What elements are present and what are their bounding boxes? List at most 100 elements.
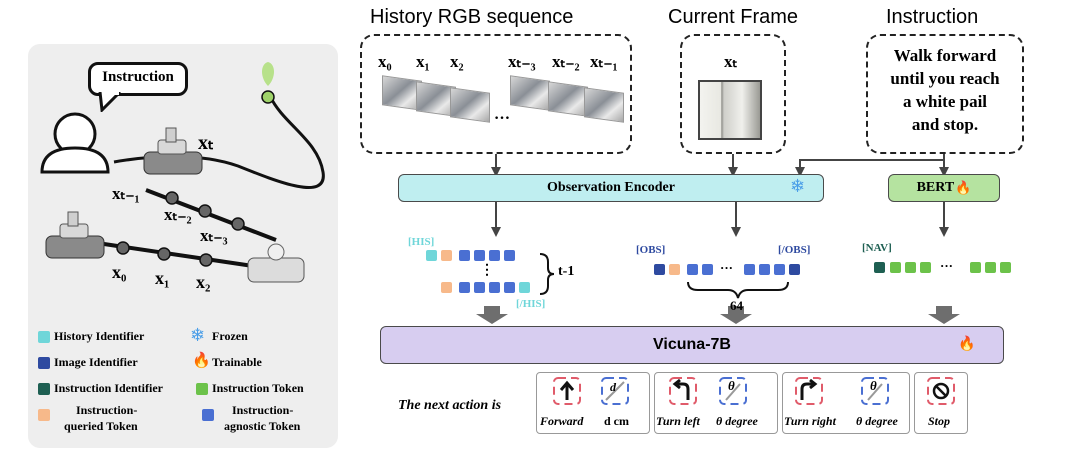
legend-swatch-image xyxy=(38,357,50,369)
waypoint-dots xyxy=(116,191,245,267)
token-image-id xyxy=(654,264,665,275)
obs-dots: ··· xyxy=(720,260,734,275)
obs-close-tag: [/OBS] xyxy=(778,244,811,256)
token-image-id xyxy=(789,264,800,275)
his-close-tag: [/HIS] xyxy=(516,298,546,310)
header-history: History RGB sequence xyxy=(370,6,574,28)
token-instruction xyxy=(1000,262,1011,273)
instruction-text: Walk forward until you reach a white pai… xyxy=(866,44,1024,136)
label-xt-3: xₜ₋₃ xyxy=(200,226,228,245)
legend-frozen: Frozen xyxy=(212,329,248,343)
fire-icon: 🔥 xyxy=(955,180,972,195)
theta-glyph-left: θ xyxy=(728,378,735,393)
his-brace xyxy=(539,253,555,295)
token-agnostic xyxy=(504,250,515,261)
token-queried xyxy=(441,282,452,293)
action-stop: Stop xyxy=(928,414,951,428)
robot-top-icon xyxy=(143,127,203,175)
history-label-5: xₜ₋₁ xyxy=(590,52,618,71)
t-minus-1-label: t-1 xyxy=(558,264,575,279)
legend-swatch-agnostic xyxy=(202,409,214,421)
instruction-line-1: Walk forward xyxy=(893,46,997,65)
token-agnostic xyxy=(759,264,770,275)
obs-open-tag: [OBS] xyxy=(636,244,666,256)
token-agnostic xyxy=(687,264,698,275)
token-instruction xyxy=(920,262,931,273)
snowflake-icon: ❄ xyxy=(790,176,806,196)
encoder-label: Observation Encoder xyxy=(547,180,675,195)
robot-left-icon xyxy=(45,211,105,259)
history-label-1: x₁ xyxy=(416,52,430,71)
token-queried xyxy=(669,264,680,275)
token-agnostic xyxy=(744,264,755,275)
instruction-line-2: until you reach xyxy=(890,69,1000,88)
token-instruction xyxy=(985,262,996,273)
current-frame-image xyxy=(698,80,762,140)
token-agnostic xyxy=(774,264,785,275)
action-turn-right: Turn right xyxy=(784,414,836,428)
snowflake-icon: ❄ xyxy=(190,325,206,345)
legend: History Identifier Image Identifier Inst… xyxy=(36,325,336,445)
label-xt-2: xₜ₋₂ xyxy=(164,205,192,224)
token-agnostic xyxy=(459,282,470,293)
llm-block: Vicuna-7B xyxy=(380,326,1004,364)
llm-label: Vicuna-7B xyxy=(653,336,731,353)
token-instruction xyxy=(970,262,981,273)
history-ellipsis: … xyxy=(494,106,510,123)
bert-label: BERT xyxy=(916,180,955,195)
label-x0: x₀ xyxy=(112,262,127,282)
robot-right-icon xyxy=(247,243,305,283)
action-forward: Forward xyxy=(540,414,584,428)
token-instruction xyxy=(890,262,901,273)
history-label-0: x₀ xyxy=(378,52,392,71)
bert-encoder: BERT 🔥 xyxy=(888,174,1000,202)
action-theta-right: θ degree xyxy=(856,414,898,428)
legend-swatch-queried xyxy=(38,409,50,421)
token-agnostic xyxy=(702,264,713,275)
token-his-id xyxy=(426,250,437,261)
bubble-tail xyxy=(98,92,122,112)
his-vertical-dots: ⋮ xyxy=(480,263,494,278)
legend-instruction-id: Instruction Identifier xyxy=(54,381,163,395)
instruction-line-3: a white pail xyxy=(902,92,988,111)
legend-image: Image Identifier xyxy=(54,355,138,369)
token-agnostic xyxy=(474,282,485,293)
legend-history: History Identifier xyxy=(54,329,145,343)
left-scene xyxy=(40,62,325,283)
history-label-3: xₜ₋₃ xyxy=(508,52,536,71)
legend-agnostic-2: agnostic Token xyxy=(224,419,301,433)
action-d-cm: d cm xyxy=(604,414,629,428)
token-agnostic xyxy=(474,250,485,261)
label-x2: x₂ xyxy=(196,272,211,292)
header-instruction: Instruction xyxy=(886,6,979,28)
bubble-text: Instruction xyxy=(102,69,174,85)
header-current: Current Frame xyxy=(668,6,799,28)
token-agnostic xyxy=(489,282,500,293)
token-agnostic xyxy=(459,250,470,261)
obs-count-label: 64 xyxy=(730,298,743,313)
token-instruction xyxy=(905,262,916,273)
instruction-line-4: and stop. xyxy=(911,115,979,134)
token-queried xyxy=(441,250,452,261)
theta-glyph-right: θ xyxy=(870,378,877,393)
his-open-tag: [HIS] xyxy=(408,236,435,248)
action-theta-left: θ degree xyxy=(716,414,758,428)
action-turn-left: Turn left xyxy=(656,414,700,428)
next-action-prefix: The next action is xyxy=(398,398,502,413)
legend-queried-1: Instruction- xyxy=(76,403,138,417)
legend-swatch-history xyxy=(38,331,50,343)
legend-swatch-instruction-id xyxy=(38,383,50,395)
instruction-bubble xyxy=(88,62,188,96)
current-label: xₜ xyxy=(724,52,738,71)
legend-trainable: Trainable xyxy=(212,355,262,369)
legend-instruction-token: Instruction Token xyxy=(212,381,304,395)
action-group-turn-right xyxy=(782,372,910,434)
legend-queried-2: queried Token xyxy=(64,419,138,433)
fire-icon: 🔥 xyxy=(958,337,976,352)
goal-pin-icon xyxy=(262,62,274,86)
label-xt-robot: xₜ xyxy=(198,132,214,154)
nav-dots: ··· xyxy=(940,258,954,273)
token-his-id xyxy=(519,282,530,293)
